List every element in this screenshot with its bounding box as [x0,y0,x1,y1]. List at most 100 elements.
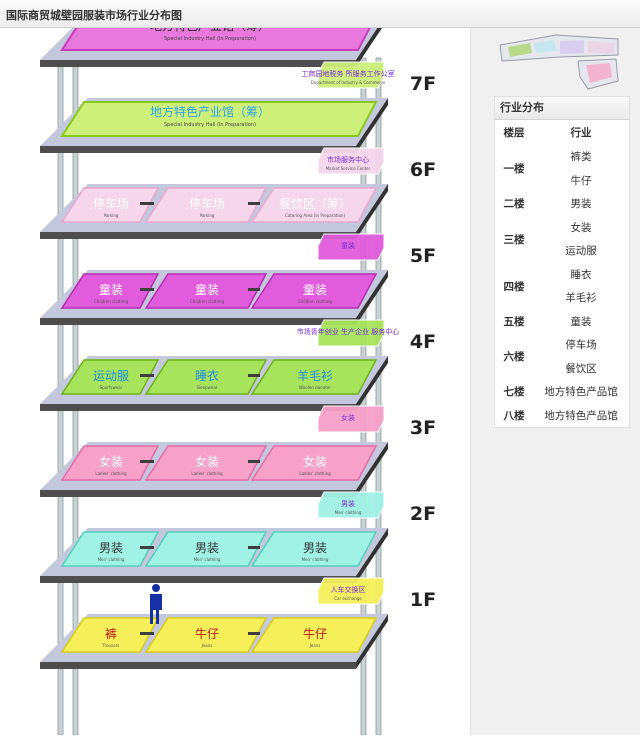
legend-row: 七楼地方特色产品馆 [495,380,629,404]
zone-sublabel: Parking [104,213,119,218]
back-zone [317,147,385,175]
back-zone-label: 工商园地税务 所服务工作公室 [301,69,394,78]
zone-label: 餐饮区（筹） [279,196,351,211]
legend-row: 牛仔 [495,169,629,193]
legend-floor: 一楼 [503,163,525,175]
zone-sublabel: Sleepwear [197,385,218,390]
legend-row: 四楼睡衣 [495,263,629,293]
legend-row: 五楼童装 [495,310,629,334]
legend-header-industry: 行业 [570,127,592,139]
back-zone-sublabel: Men' clothing [335,510,362,515]
industry-legend: 行业分布 楼层 行业 一楼 裤类牛仔二楼 男装三楼 女装运动服四楼睡衣羊毛衫五楼童装六… [494,96,630,428]
back-zone [317,61,385,89]
legend-header-row: 楼层 行业 [495,120,629,145]
back-zone [317,233,385,261]
walkway [248,202,260,205]
zone-label: 男装 [99,541,123,555]
legend-row: 运动服 [495,239,629,263]
minimap-svg [499,34,619,90]
zone-label: 睡衣 [195,368,219,383]
zone-block [60,273,160,309]
zone-sublabel: Catering Area (In Preparation) [285,213,346,218]
floor-label: 1F [410,589,436,611]
walkway [140,288,154,291]
floor-label: 4F [410,331,436,353]
zone-block [250,359,378,395]
zone-block [250,187,378,223]
legend-floor: 八楼 [503,409,525,422]
zone-label: 牛仔 [303,626,327,641]
walkway [248,546,260,549]
legend-title: 行业分布 [495,97,629,120]
floor-slab-side [356,442,388,497]
floor-slab-edge [40,60,356,67]
zone-sublabel: Jeans [309,643,321,648]
zone-sublabel: Children clothing [190,299,224,304]
zone-sublabel: Special Industry Hall (In Preparation) [164,122,256,128]
building-diagram: 壁园市场分公司办公室Jiangyuan market branch office… [0,0,470,736]
legend-industry: 运动服 [565,245,597,258]
floor-slab-edge [40,576,356,583]
legend-industry: 男装 [570,198,592,211]
zone-sublabel: Children clothing [298,299,332,304]
legend-floor: 二楼 [503,198,525,211]
zone-sublabel: Children clothing [94,299,128,304]
zone-label: 童装 [99,282,123,297]
legend-row: 二楼 男装 [495,192,629,216]
back-zone-label: 人车交换区 [331,585,366,594]
walkway [140,374,154,377]
page-title: 国际商贸城壁园服装市场行业分布图 [6,9,182,22]
floor-slab-side [356,356,388,411]
zone-label: 男装 [303,541,327,555]
zone-block [144,531,268,567]
legend-industry: 餐饮区 [565,362,597,375]
legend-floor: 六楼 [503,351,525,363]
legend-row: 餐饮区 [495,357,629,381]
back-zone-label: 童装 [341,241,355,250]
zone-block [60,531,160,567]
legend-row: 三楼 女装 [495,216,629,246]
floor-slab-side [356,98,388,153]
walkway [140,202,154,205]
zone-sublabel: Woolen sweater [299,385,331,390]
zone-label: 停车场 [189,196,225,211]
zone-label: 童装 [303,282,327,297]
zone-block [60,101,378,137]
zone-block [60,187,160,223]
back-zone-sublabel: Market Service Center [326,166,371,171]
legend-industry: 裤类 [570,151,592,164]
zone-block [250,445,378,481]
minimap[interactable] [498,31,620,91]
back-zone [317,319,385,347]
zone-sublabel: Ladies' clothing [95,471,127,476]
zone-sublabel: Special Industry Hall (In Preparation) [164,36,256,42]
walkway [140,632,154,635]
legend-industry: 女装 [570,221,592,234]
legend-floor: 五楼 [503,315,525,328]
zone-label: 羊毛衫 [297,368,333,383]
back-zone-sublabel: Car exchange [334,596,362,601]
legend-body: 一楼裤类牛仔二楼男装三楼女装运动服四楼睡衣羊毛衫五楼童装六楼停车场餐饮区七楼地方… [495,145,629,427]
zone-sublabel: Jeans [201,643,213,648]
zone-label: 牛仔 [195,626,219,641]
floor-slab-edge [40,404,356,411]
legend-row: 八楼地方特色产品馆 [495,404,629,428]
person-body [150,594,162,624]
sidebar: 行业分布 楼层 行业 一楼 裤类牛仔二楼 男装三楼 女装运动服四楼睡衣羊毛衫五楼童装六… [470,28,640,735]
zone-sublabel: Trousers [102,643,120,648]
zone-sublabel: Men' clothing [194,557,221,562]
floor-slab-side [356,528,388,583]
zone-label: 女装 [303,454,327,469]
legend-floor: 七楼 [503,386,525,399]
floor-slab-edge [40,490,356,497]
legend-row: 羊毛衫 [495,286,629,310]
floor-label: 7F [410,73,436,95]
legend-header-floor: 楼层 [503,127,525,139]
walkway [248,460,260,463]
floor-slab-edge [40,318,356,325]
legend-industry: 睡衣 [570,268,592,281]
zone-label: 停车场 [93,196,129,211]
back-zone-label: 男装 [341,499,355,508]
legend-floor: 三楼 [503,233,525,246]
back-zone-sublabel: Department of Industry & Commerce [311,80,386,85]
